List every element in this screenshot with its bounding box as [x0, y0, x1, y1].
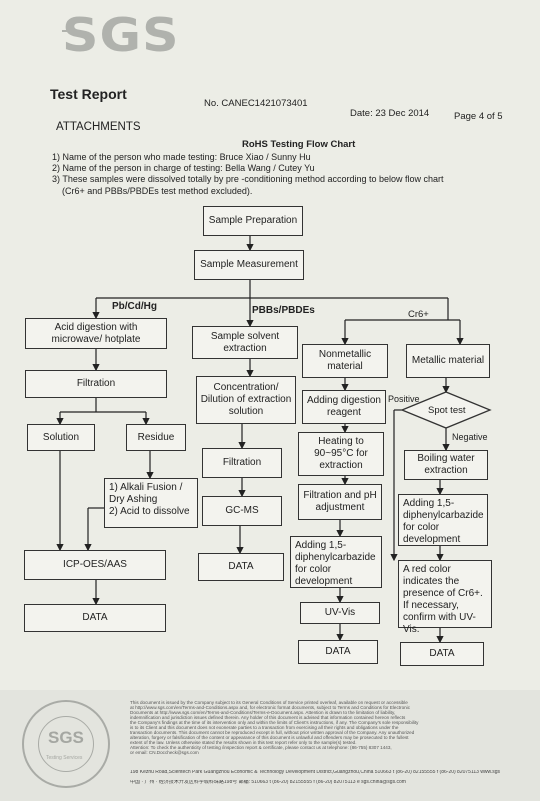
report-title: Test Report [50, 86, 127, 102]
sgs-logo: SGS [62, 8, 180, 62]
data-box-a: DATA [24, 604, 166, 632]
terms-line-3: Documents at http://www.sgs.com/en/Terms… [130, 710, 396, 715]
terms-line-5: the Company's findings at the time of it… [130, 720, 419, 725]
alkali-fusion-box: 1) Alkali Fusion / Dry Ashing 2) Acid to… [104, 478, 198, 528]
terms-line-8: alteration, forgery or falsification of … [130, 735, 409, 740]
terms-line-2: at http://www.sgs.com/en/Terms-and-Condi… [130, 705, 411, 710]
terms-line-11: or email: CN.Doccheck@sgs.com [130, 750, 199, 755]
report-number: No. CANEC1421073401 [204, 98, 308, 109]
spot-test-label: Spot test [428, 405, 466, 416]
solution-box: Solution [27, 424, 95, 451]
diphenylcarbazide-box-1: Adding 1,5- diphenylcarbazide for color … [290, 536, 382, 588]
adding-digestion-reagent-box: Adding digestion reagent [302, 390, 386, 424]
boiling-water-extraction-box: Boiling water extraction [404, 450, 488, 480]
icp-oes-aas-box: ICP-OES/AAS [24, 550, 166, 580]
heating-extraction-box: Heating to 90~95°C for extraction [298, 432, 384, 476]
nonmetallic-material-box: Nonmetallic material [302, 344, 388, 378]
filtration-box-b: Filtration [202, 448, 282, 478]
data-box-b: DATA [198, 553, 284, 581]
flow-connectors [56, 236, 492, 644]
seal-subtext: Testing Services [46, 755, 83, 761]
report-date: Date: 23 Dec 2014 [350, 108, 430, 119]
uv-vis-box: UV-Vis [300, 602, 380, 624]
page-number: Page 4 of 5 [454, 111, 503, 122]
gc-ms-box: GC-MS [202, 496, 282, 526]
branch-label-pb-cd-hg: Pb/Cd/Hg [112, 301, 157, 312]
terms-line-1: This document is issued by the Company s… [130, 700, 408, 705]
terms-line-9: extent of the law. Unless otherwise stat… [130, 740, 357, 745]
terms-line-10: Attention: To check the authenticity of … [130, 745, 392, 750]
note-2: 2) Name of the person in charge of testi… [52, 163, 315, 173]
positive-label: Positive [388, 394, 420, 404]
acid-digestion-box: Acid digestion with microwave/ hotplate [25, 318, 167, 349]
red-color-indication-box: A red color indicates the presence of Cr… [398, 560, 492, 635]
attachments-heading: ATTACHMENTS [56, 121, 141, 133]
negative-label: Negative [452, 432, 488, 442]
metallic-material-box: Metallic material [406, 344, 490, 378]
terms-line-6: is to its Client and this document does … [130, 725, 399, 730]
company-seal-inner [38, 716, 94, 772]
spot-test-diamond [400, 391, 492, 429]
flow-chart-title: RoHS Testing Flow Chart [242, 139, 356, 150]
data-box-c1: DATA [298, 640, 378, 664]
address-english: 198 Kezhu Road,Scientech Park Guangzhou … [130, 770, 500, 775]
filtration-ph-box: Filtration and pH adjustment [298, 484, 382, 520]
diphenylcarbazide-box-2: Adding 1,5- diphenylcarbazide for color … [398, 494, 488, 546]
sample-preparation-box: Sample Preparation [203, 206, 303, 236]
residue-box: Residue [126, 424, 186, 451]
concentration-dilution-box: Concentration/ Dilution of extraction so… [196, 376, 296, 424]
address-chinese: 中国 · 广州 · 经济技术开发区科学城科珠路198号 邮编: 510663 t… [130, 780, 406, 785]
note-4: (Cr6+ and PBBs/PBDEs test method exclude… [62, 186, 253, 196]
sample-measurement-box: Sample Measurement [194, 250, 304, 280]
seal-logo: SGS [48, 728, 84, 747]
branch-label-cr6: Cr6+ [408, 309, 429, 320]
note-3: 3) These samples were dissolved totally … [52, 174, 444, 184]
solvent-extraction-box: Sample solvent extraction [192, 326, 298, 359]
terms-line-4: indemnification and jurisdiction issues … [130, 715, 406, 720]
terms-line-7: transaction documents. This document can… [130, 730, 415, 735]
company-seal-outer [22, 700, 110, 788]
logo-decoration [62, 30, 68, 32]
note-1: 1) Name of the person who made testing: … [52, 152, 311, 162]
branch-label-pbbs-pbdes: PBBs/PBDEs [252, 305, 315, 316]
filtration-box-a: Filtration [25, 370, 167, 398]
data-box-c2: DATA [400, 642, 484, 666]
